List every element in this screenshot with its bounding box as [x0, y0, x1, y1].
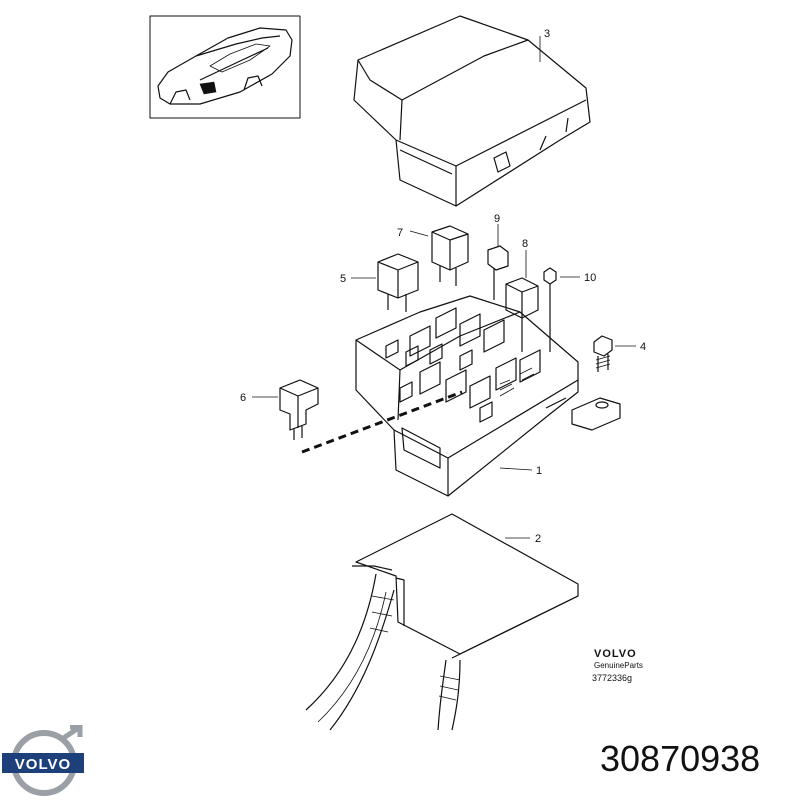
logo-text: VOLVO: [15, 756, 71, 773]
callout-8: 8: [522, 238, 528, 250]
part-7-relay: [431, 225, 469, 286]
inset-car-illustration: [149, 15, 301, 119]
part-5-relay: [377, 253, 419, 312]
part-3-cover: [353, 15, 591, 207]
callout-10: 10: [584, 272, 596, 284]
callout-3: 3: [544, 28, 550, 40]
part-number: 30870938: [600, 738, 761, 779]
callout-labels: 3 7 5 9 8 10 4 6 1 2: [240, 28, 646, 545]
part-9-fuse: [487, 245, 509, 300]
logo-bar: [2, 753, 84, 773]
callout-4: 4: [640, 341, 646, 353]
callout-6: 6: [240, 392, 246, 404]
brand-name: VOLVO: [594, 648, 637, 660]
part-8-fuse: [505, 277, 539, 352]
part-10-fuse: [543, 267, 557, 352]
guide-dashed-line: [301, 390, 463, 454]
callout-2: 2: [535, 533, 541, 545]
part-6-maxi-fuse: [279, 379, 319, 440]
part-1-fuse-box: [355, 295, 579, 497]
callout-1: 1: [536, 465, 542, 477]
logo-arrow-icon: [60, 725, 83, 742]
part-2-bottom-tray: [305, 513, 579, 731]
diagram-reference: 3772336g: [592, 673, 633, 683]
volvo-logo: VOLVO: [2, 725, 84, 796]
leader-lines: [252, 36, 636, 539]
callout-5: 5: [340, 273, 346, 285]
part-4-screw: [571, 335, 621, 431]
callout-9: 9: [494, 213, 500, 225]
callout-7: 7: [397, 227, 403, 239]
brand-genuine-parts: GenuineParts: [594, 661, 643, 670]
